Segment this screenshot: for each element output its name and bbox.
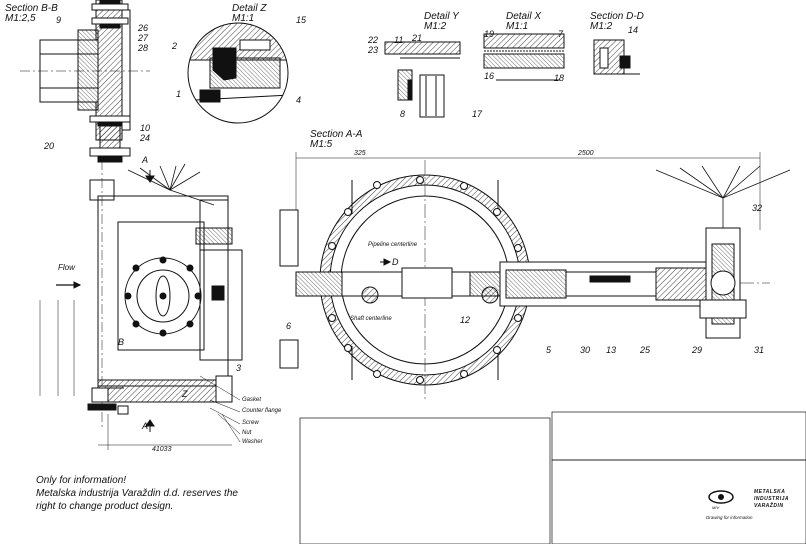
detail-y-view (384, 41, 461, 118)
section-aa-title: Section A-A (310, 129, 363, 140)
part-number: 4 (296, 95, 302, 105)
gasket-label: Gasket (242, 397, 262, 403)
section-marker-a-bottom: A (142, 421, 149, 431)
section-bb-view (20, 0, 150, 163)
logo-subtitle: MIV (712, 505, 720, 510)
section-bb-scale: M1:2,5 (5, 13, 36, 24)
part-number: 22 (368, 35, 379, 45)
company-name-3: VARAŽDIN (754, 503, 784, 509)
part-number: 25 (640, 345, 651, 355)
detail-z-title: Detail Z (232, 3, 267, 14)
side-view (39, 160, 243, 450)
part-number: 16 (484, 71, 495, 81)
detail-z-view (187, 22, 289, 124)
part-number: 2 (172, 41, 178, 51)
part-number: 15 (296, 15, 307, 25)
section-marker-a-top: A (142, 155, 149, 165)
part-number: 19 (484, 29, 495, 39)
screw-label: Screw (242, 420, 259, 426)
parts-list-frame (299, 411, 806, 544)
dimension-41033: 41033 (152, 446, 172, 453)
dimension-325: 325 (354, 150, 366, 157)
part-number: 23 (368, 45, 379, 55)
part-number: 6 (286, 321, 292, 331)
part-number: 17 (472, 109, 483, 119)
part-number: 3 (236, 363, 242, 373)
company-name-1: METALSKA (754, 489, 786, 495)
section-dd-scale: M1:2 (590, 21, 613, 32)
detail-y-scale: M1:2 (424, 21, 447, 32)
drawing-title: Drawing for information (706, 515, 753, 520)
detail-z-scale: M1:1 (232, 13, 255, 24)
part-number: 18 (554, 73, 565, 83)
section-marker-b: B (118, 337, 125, 347)
section-dd-view (593, 39, 640, 75)
nut-label: Nut (242, 430, 252, 436)
part-number: 20 (44, 141, 55, 151)
part-number: 12 (460, 315, 471, 325)
note-line-2: Metalska industrija Varaždin d.d. reserv… (36, 488, 238, 499)
part-number: 9 (56, 15, 62, 25)
part-number: 11 (394, 35, 404, 45)
detail-x-view (483, 33, 565, 81)
note-line-1: Only for information! (36, 475, 127, 486)
section-aa-scale: M1:5 (310, 139, 333, 150)
section-bb-title: Section B-B (5, 3, 58, 14)
section-dd-title: Section D-D (590, 11, 644, 22)
shaft-centerline-label: Shaft centerline (350, 316, 392, 322)
washer-label: Washer (242, 439, 263, 445)
part-number: 31 (754, 345, 765, 355)
part-number: 21 (412, 33, 423, 43)
pipeline-centerline-label: Pipeline centerline (368, 242, 418, 248)
section-aa-view (279, 152, 791, 400)
detail-x-scale: M1:1 (506, 21, 529, 32)
dimension-2500: 2500 (578, 150, 594, 157)
section-marker-d: D (392, 257, 399, 267)
part-number: 5 (546, 345, 552, 355)
part-number: 1 (176, 89, 182, 99)
detail-y-title: Detail Y (424, 11, 459, 22)
part-number: 28 (138, 43, 149, 53)
part-number: 14 (628, 25, 639, 35)
part-number: 13 (606, 345, 617, 355)
part-number: 10 (140, 123, 151, 133)
counter-flange-label: Counter flange (242, 408, 282, 414)
part-number: 32 (752, 203, 763, 213)
part-number: 8 (400, 109, 406, 119)
part-number: 29 (692, 345, 703, 355)
part-number: 24 (140, 133, 151, 143)
flow-label: Flow (58, 263, 75, 272)
company-name-2: INDUSTRIJA (754, 496, 790, 502)
section-marker-z: Z (182, 389, 188, 399)
detail-x-title: Detail X (506, 11, 542, 22)
part-number: 26 (138, 23, 149, 33)
note-line-3: right to change product design. (36, 501, 174, 512)
part-number: 30 (580, 345, 591, 355)
part-number: 7 (558, 29, 564, 39)
company-logo (708, 490, 734, 504)
part-number: 27 (138, 33, 149, 43)
